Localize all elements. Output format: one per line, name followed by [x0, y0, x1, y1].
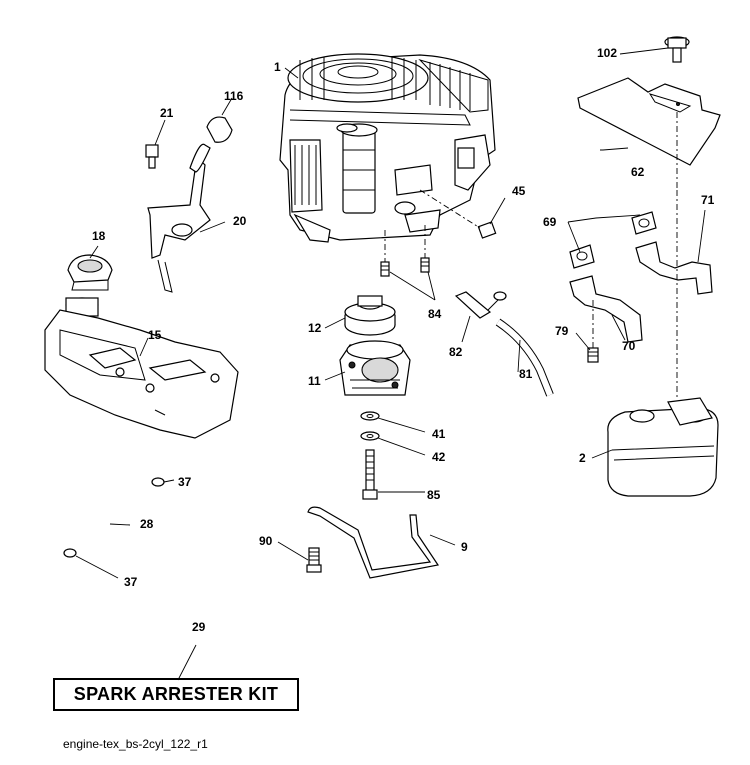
fuel-tank-15: [44, 297, 239, 439]
callout-71: 71: [701, 193, 715, 207]
callout-2: 2: [579, 451, 586, 465]
callout-62: 62: [631, 165, 645, 179]
fuel-cap-18: [67, 254, 113, 291]
callout-82: 82: [449, 345, 463, 359]
spark-arrester-kit-box: SPARK ARRESTER KIT: [53, 678, 299, 711]
spark-arrester-kit-label: SPARK ARRESTER KIT: [73, 684, 279, 704]
nut-45: [419, 189, 497, 239]
washers-and-bolt: [360, 411, 380, 500]
callout-81: 81: [519, 367, 533, 381]
pulley-12: [344, 295, 396, 336]
callout-41: 41: [432, 427, 446, 441]
callout-15: 15: [148, 328, 162, 342]
heat-shield-62: [577, 36, 721, 190]
leader-lines: [75, 47, 706, 681]
callout-116: 116: [224, 89, 244, 103]
callout-12: 12: [308, 321, 322, 335]
callout-37-upper: 37: [178, 475, 192, 489]
throttle-bracket-20: [145, 116, 233, 293]
callout-70: 70: [622, 339, 636, 353]
callout-21: 21: [160, 106, 174, 120]
diagram-caption: engine-tex_bs-2cyl_122_r1: [63, 737, 208, 751]
callout-37-lower: 37: [124, 575, 138, 589]
callout-90: 90: [259, 534, 273, 548]
callout-69: 69: [543, 215, 557, 229]
callout-28: 28: [140, 517, 154, 531]
bracket-9: [306, 506, 440, 579]
engine-illustration: [279, 53, 496, 243]
callout-1: 1: [274, 60, 281, 74]
callout-20: 20: [233, 214, 247, 228]
callout-79: 79: [555, 324, 569, 338]
callout-84: 84: [428, 307, 442, 321]
callout-9: 9: [461, 540, 468, 554]
fuel-line-28: [63, 477, 165, 558]
clutch-11: [339, 340, 411, 396]
bolts-84: [380, 225, 430, 277]
fuel-filter-82: [454, 291, 554, 397]
callout-45: 45: [512, 184, 526, 198]
callout-18: 18: [92, 229, 106, 243]
callout-42: 42: [432, 450, 446, 464]
exhaust-pipes: [569, 190, 713, 400]
callout-85: 85: [427, 488, 441, 502]
callout-11: 11: [308, 374, 321, 388]
callout-102: 102: [597, 46, 618, 60]
callout-29: 29: [192, 620, 206, 634]
muffler-2: [607, 397, 719, 497]
